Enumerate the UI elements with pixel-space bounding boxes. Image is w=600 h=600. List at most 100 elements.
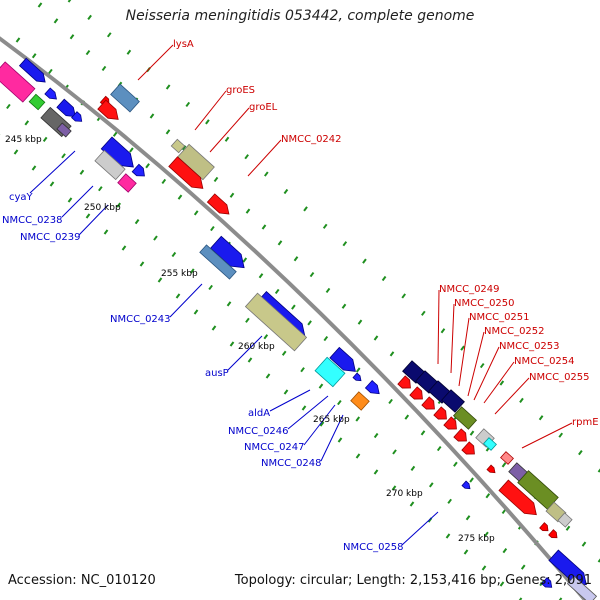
tick-mark (205, 119, 210, 125)
tick-mark (404, 414, 410, 420)
tick-mark (485, 493, 491, 499)
gene-label-NMCC_0255[interactable]: NMCC_0255 (529, 372, 590, 383)
tick-mark (499, 581, 505, 587)
gene-feature (168, 156, 204, 189)
gene-feature (453, 428, 467, 442)
gene-feature (244, 292, 308, 352)
gene-label-groEL[interactable]: groEL (249, 102, 278, 113)
gene-label-NMCC_0254[interactable]: NMCC_0254 (514, 356, 575, 367)
tick-mark (538, 415, 544, 421)
tick-mark (447, 498, 452, 504)
gene-label-ausP[interactable]: ausP (205, 368, 229, 379)
tick-mark (6, 103, 11, 110)
gene-feature (483, 437, 497, 451)
gene-label-rpmE[interactable]: rpmE (572, 417, 599, 428)
tick-mark (98, 186, 103, 192)
tick-mark (453, 461, 458, 467)
accession-text: Accession: NC_010120 (8, 573, 156, 588)
gene-label-aldA[interactable]: aldA (248, 408, 270, 419)
tick-mark (116, 202, 122, 208)
tick-mark (53, 18, 59, 24)
tick-mark (445, 533, 451, 539)
tick-mark (341, 303, 347, 309)
leader-line-NMCC_0243 (169, 283, 203, 318)
genome-backbone (0, 36, 587, 600)
gene-label-NMCC_0239[interactable]: NMCC_0239 (20, 232, 81, 243)
tick-mark (189, 268, 195, 274)
gene-feature (350, 391, 370, 411)
gene-label-NMCC_0247[interactable]: NMCC_0247 (244, 442, 305, 453)
gene-label-NMCC_0249[interactable]: NMCC_0249 (439, 284, 500, 295)
tick-mark (518, 597, 523, 600)
gene-feature (56, 122, 72, 138)
gene-feature (206, 193, 230, 215)
tick-mark (428, 482, 434, 488)
ruler-label-kbp-270: 270 kbp (386, 489, 423, 499)
leader-line-NMCC_0238 (61, 185, 94, 218)
tick-mark (247, 357, 253, 363)
gene-label-NMCC_0258[interactable]: NMCC_0258 (343, 542, 404, 553)
tick-mark (301, 405, 307, 411)
tick-mark (436, 445, 442, 452)
tick-mark (85, 213, 91, 219)
tick-mark (300, 367, 305, 373)
gene-features (0, 57, 598, 600)
gene-label-NMCC_0253[interactable]: NMCC_0253 (499, 341, 560, 352)
tick-mark (165, 129, 171, 135)
gene-label-NMCC_0242[interactable]: NMCC_0242 (281, 134, 342, 145)
gene-label-groES[interactable]: groES (226, 85, 255, 96)
ruler-label-kbp-255: 255 kbp (161, 269, 198, 279)
leader-line-lysA (137, 44, 174, 81)
tick-mark (484, 531, 489, 537)
gene-label-cyaY[interactable]: cyaY (9, 192, 34, 203)
gene-label-NMCC_0246[interactable]: NMCC_0246 (228, 426, 289, 437)
leader-line-NMCC_0252 (467, 331, 485, 397)
tick-mark (193, 210, 199, 216)
label-leaders (29, 44, 573, 546)
gene-label-NMCC_0238[interactable]: NMCC_0238 (2, 215, 63, 226)
gene-feature (314, 356, 346, 388)
leader-line-NMCC_0255 (494, 377, 530, 415)
gene-feature (421, 396, 435, 410)
gene-label-NMCC_0251[interactable]: NMCC_0251 (469, 312, 530, 323)
gene-label-lysA[interactable]: lysA (173, 39, 194, 50)
leader-line-ausP (227, 335, 263, 371)
tick-mark (469, 430, 475, 436)
gene-feature (539, 522, 549, 532)
tick-mark (13, 149, 19, 155)
tick-mark (597, 468, 600, 473)
tick-mark (501, 462, 507, 468)
tick-mark (362, 258, 367, 264)
leader-line-groES (194, 90, 227, 131)
tick-mark (31, 165, 37, 171)
tick-mark (481, 565, 487, 571)
tick-mark (49, 181, 55, 187)
gene-label-NMCC_0250[interactable]: NMCC_0250 (454, 298, 515, 309)
gene-feature (71, 111, 83, 122)
gene-feature (364, 380, 380, 395)
tick-mark (499, 380, 505, 386)
tick-mark (61, 153, 66, 159)
tick-mark (103, 229, 109, 235)
map-title: Neisseria meningitidis 053442, complete … (125, 8, 475, 24)
tick-mark (410, 465, 416, 471)
gene-feature (170, 138, 186, 154)
tick-mark (337, 399, 342, 406)
tick-mark (245, 317, 250, 323)
tick-mark (392, 449, 397, 455)
tick-mark (121, 245, 127, 251)
leader-line-cyaY (29, 150, 76, 194)
tick-mark (319, 421, 325, 427)
gene-label-NMCC_0252[interactable]: NMCC_0252 (484, 326, 545, 337)
tick-mark (355, 416, 361, 422)
tick-mark (460, 345, 465, 351)
gene-feature (117, 173, 137, 193)
gene-label-NMCC_0243[interactable]: NMCC_0243 (110, 314, 171, 325)
gene-label-NMCC_0248[interactable]: NMCC_0248 (261, 458, 322, 469)
gene-feature (486, 464, 496, 474)
gene-feature (28, 93, 46, 111)
gene-labels: lysA groES groEL NMCC_0242NMCC_0249NMCC_025… (2, 39, 599, 553)
tick-mark (597, 558, 600, 563)
gene-feature (44, 87, 57, 100)
